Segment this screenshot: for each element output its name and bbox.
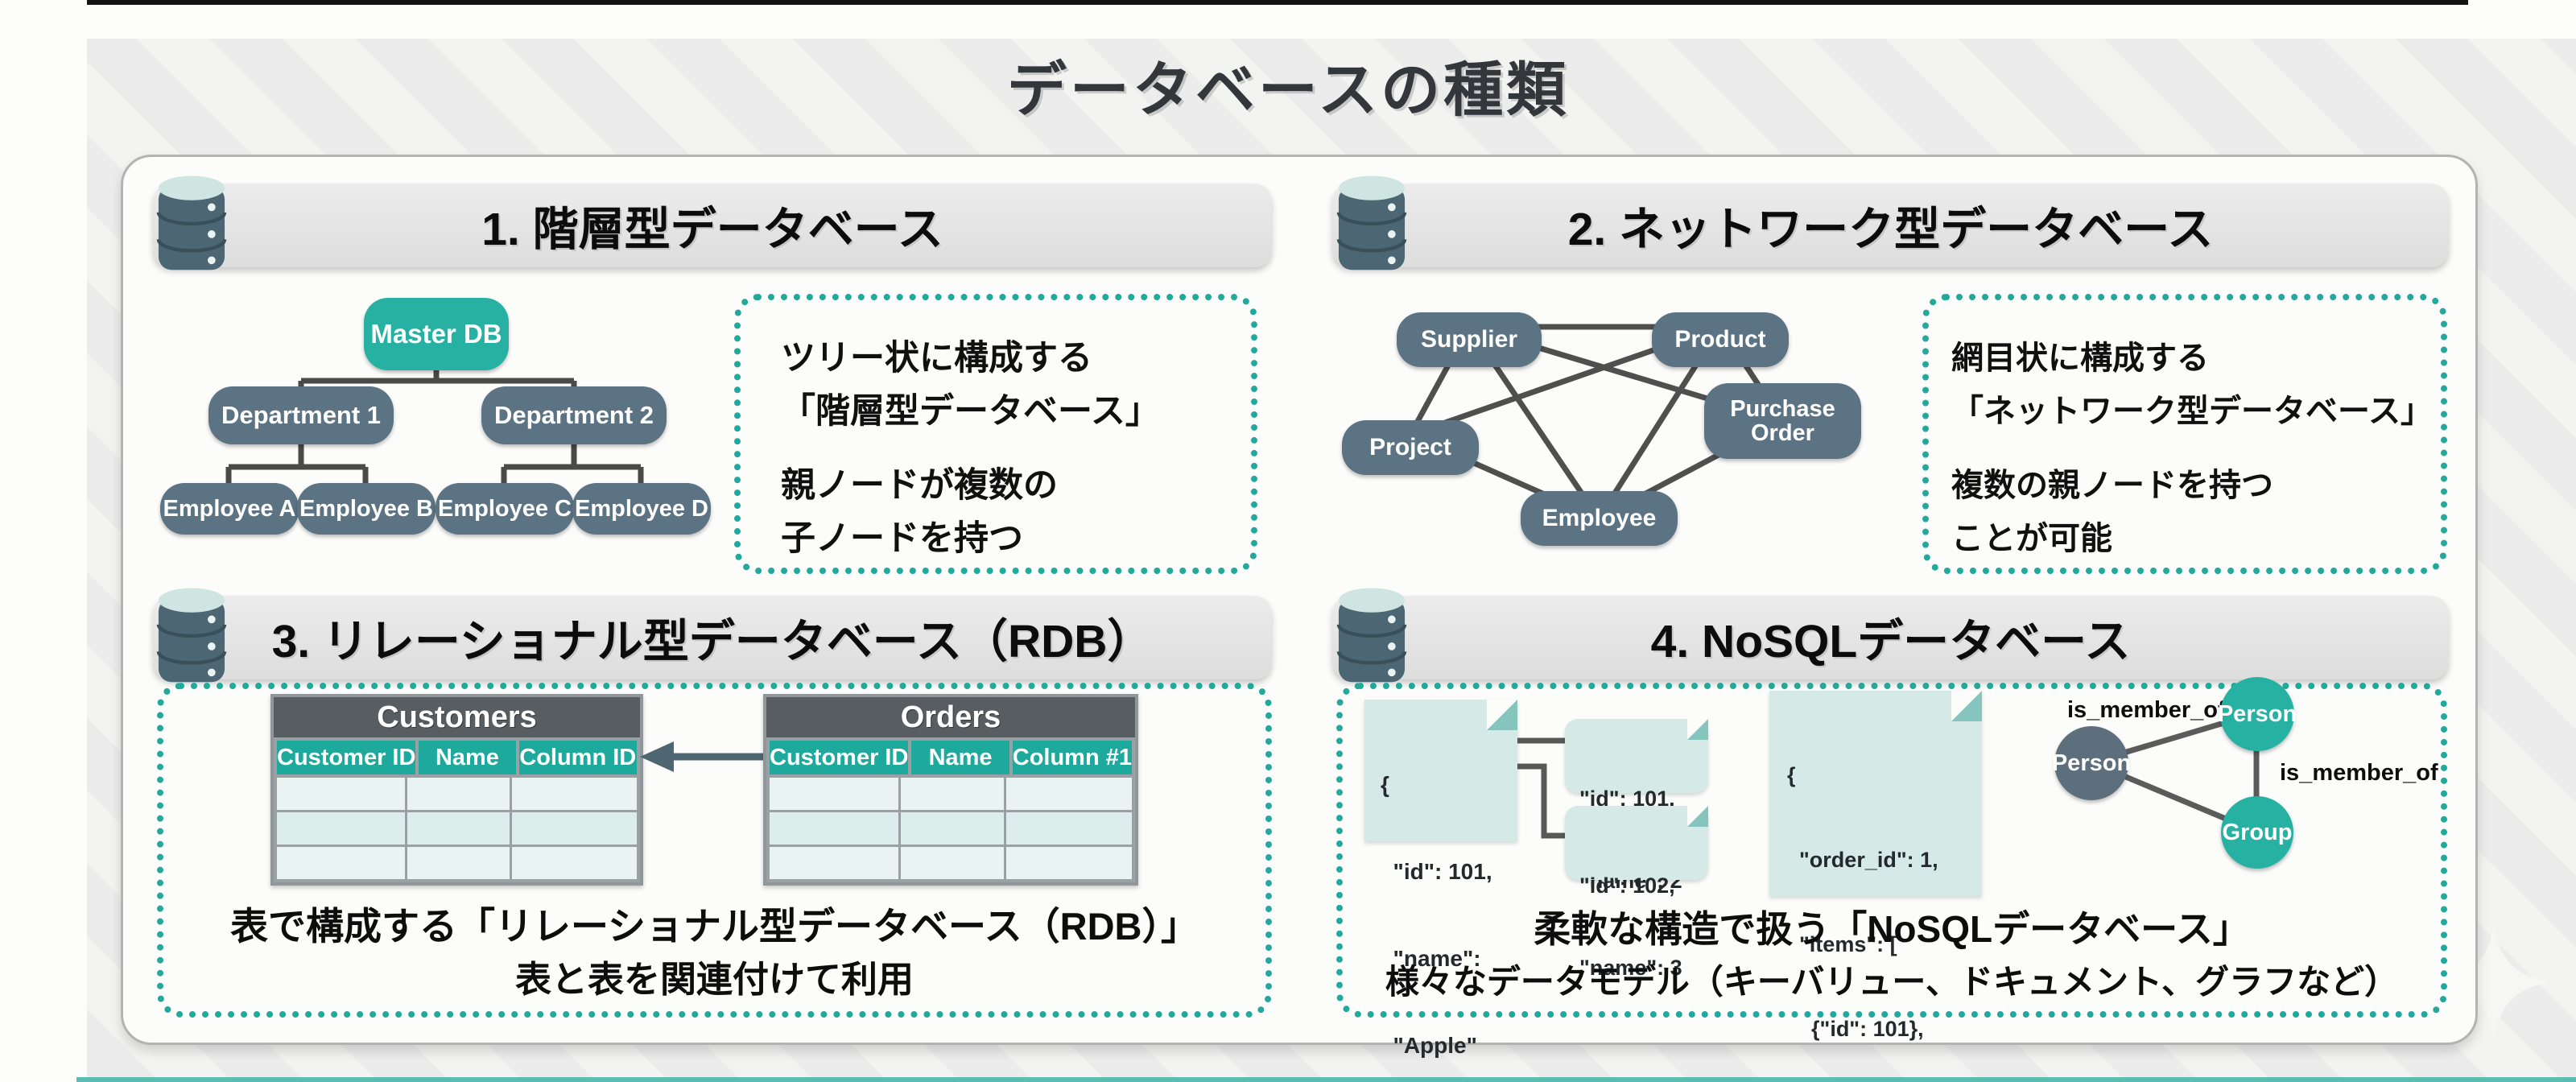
empty-cell	[277, 847, 405, 879]
empty-cell	[770, 778, 898, 810]
note-line: 「階層型データベース」	[781, 392, 1160, 431]
empty-cell	[900, 812, 1004, 845]
note-line: 網目状に構成する	[1951, 341, 2209, 376]
section3-caption-line2: 表と表を関連付けて利用	[514, 959, 914, 1000]
section4-caption-line2: 様々なデータモデル（キーバリュー、ドキュメント、グラフなど）	[1385, 963, 2399, 1001]
section4-heading: 4. NoSQLデータベース	[1650, 616, 2131, 667]
network-node-product: Product	[1652, 312, 1789, 367]
sparkle-icon	[2438, 926, 2550, 1039]
database-icon	[1336, 176, 1407, 270]
section1-header: 1. 階層型データベース	[153, 184, 1272, 267]
graph-edge-label-right: is_member_of	[2280, 760, 2438, 786]
empty-cell	[1005, 847, 1132, 879]
empty-cell	[511, 778, 637, 810]
table-header-row: Customer ID Name Column #1	[766, 737, 1135, 778]
json-text: "id": 102, "name": 3	[1579, 873, 1682, 980]
network-edges	[1407, 324, 1785, 522]
empty-cell	[277, 778, 405, 810]
column-header: Column ID	[518, 741, 637, 774]
empty-cell	[407, 812, 510, 845]
column-header: Column #1	[1012, 741, 1132, 774]
section4-header: 4. NoSQLデータベース	[1332, 596, 2449, 679]
section1-note-text: ツリー状に構成する 「階層型データベース」 親ノードが複数の 子ノードを持つ	[781, 332, 1160, 565]
section3-caption-line1: 表で構成する「リレーショナル型データベース（RDB）」	[229, 905, 1199, 948]
section4-content-box	[1336, 683, 2447, 1018]
top-edge-bar	[87, 0, 2468, 5]
empty-cell	[407, 847, 510, 879]
network-node-supplier: Supplier	[1397, 312, 1542, 367]
tree-node-root: Master DB	[364, 298, 509, 370]
note-line: 「ネットワーク型データベース」	[1951, 394, 2433, 429]
section1-note-box	[734, 294, 1257, 574]
json-card-1: "id": 101, "name": 2	[1565, 719, 1708, 893]
empty-cell	[277, 812, 405, 845]
json-text: { "order_id": 1, "items": [ {"id": 101},…	[1787, 763, 1938, 1041]
tree-node-department1: Department 1	[208, 386, 394, 444]
table-title: Customers	[274, 697, 640, 737]
section3-heading: 3. リレーショナル型データベース（RDB）	[271, 616, 1154, 667]
graph-node-group: Group	[2221, 796, 2293, 869]
graph-node-person-left: Person	[2052, 726, 2131, 800]
tree-node-employee-c: Employee C	[436, 483, 574, 535]
empty-cell	[770, 812, 898, 845]
tree-node-department2: Department 2	[481, 386, 667, 444]
database-icon	[1336, 588, 1407, 683]
page-title: データベースの種類	[1006, 56, 1570, 123]
section4-caption-line1: 柔軟な構造で扱う「NoSQLデータベース」	[1534, 908, 2250, 950]
section2-note-box	[1922, 294, 2447, 574]
empty-cell	[900, 778, 1004, 810]
note-line: 子ノードを持つ	[781, 519, 1023, 558]
network-node-purchase-order: Purchase Order	[1704, 383, 1861, 459]
bottom-edge-bar	[76, 1077, 2576, 1082]
section2-note-text: 網目状に構成する 「ネットワーク型データベース」 複数の親ノードを持つ ことが可…	[1951, 332, 2433, 565]
note-line: ことが可能	[1951, 521, 2112, 556]
json-document-main: { "id": 101, "name": "Apple" }	[1364, 700, 1517, 1058]
section2-heading: 2. ネットワーク型データベース	[1567, 204, 2214, 255]
database-icon	[156, 588, 227, 683]
json-text: { "id": 101, "name": "Apple" }	[1381, 772, 1492, 1058]
section1-heading: 1. 階層型データベース	[481, 204, 943, 255]
network-node-project: Project	[1342, 420, 1479, 475]
empty-cell	[511, 847, 637, 879]
section3-content-box	[157, 683, 1272, 1018]
empty-cell	[407, 778, 510, 810]
empty-cell	[1005, 778, 1132, 810]
relation-arrow	[640, 741, 767, 772]
empty-cell	[770, 847, 898, 879]
json-card-2: "id": 102, "name": 3	[1565, 806, 1708, 980]
section3-header: 3. リレーショナル型データベース（RDB）	[153, 596, 1272, 679]
empty-cell	[900, 847, 1004, 879]
graph-node-person-top: Person	[2218, 677, 2297, 751]
tree-node-employee-b: Employee B	[297, 483, 436, 535]
column-header: Customer ID	[770, 741, 909, 774]
note-line: 親ノードが複数の	[781, 466, 1058, 505]
table-header-row: Customer ID Name Column ID	[274, 737, 640, 778]
tree-node-employee-d: Employee D	[572, 483, 711, 535]
network-node-employee: Employee	[1521, 491, 1678, 546]
graph-edge-label-top: is_member_of	[2067, 697, 2226, 723]
customers-table: Customers Customer ID Name Column ID	[270, 694, 643, 886]
table-title: Orders	[766, 697, 1135, 737]
database-icon	[156, 176, 227, 270]
tree-node-employee-a: Employee A	[160, 483, 299, 535]
empty-cell	[1005, 812, 1132, 845]
column-header: Customer ID	[277, 741, 416, 774]
table-body	[766, 778, 1135, 882]
section2-header: 2. ネットワーク型データベース	[1332, 184, 2449, 267]
orders-table: Orders Customer ID Name Column #1	[763, 694, 1138, 886]
table-body	[274, 778, 640, 882]
note-line: 複数の親ノードを持つ	[1951, 468, 2273, 503]
empty-cell	[511, 812, 637, 845]
json-document-order: { "order_id": 1, "items": [ {"id": 101},…	[1769, 691, 1982, 1041]
note-line: ツリー状に構成する	[781, 339, 1092, 378]
column-header: Name	[419, 741, 516, 774]
column-header: Name	[911, 741, 1009, 774]
